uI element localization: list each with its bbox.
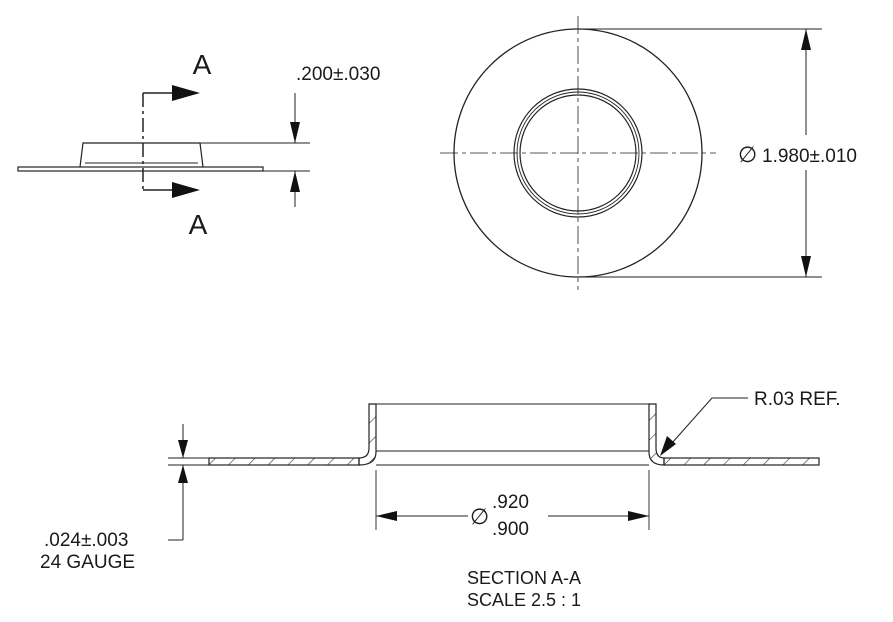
side-view-flange bbox=[17, 166, 264, 172]
diameter-symbol: ∅ bbox=[738, 142, 757, 167]
height-dim-arrow-top bbox=[290, 122, 300, 143]
height-dimension-label: .200±.030 bbox=[296, 64, 380, 85]
side-view: A A .200±.030 bbox=[17, 49, 380, 240]
side-view-collar bbox=[79, 142, 204, 168]
bore-dim-lower-label: .900 bbox=[492, 519, 529, 540]
cutting-plane-bottom-arrow bbox=[172, 182, 200, 198]
diameter-dim-arrow-bottom bbox=[801, 256, 811, 277]
section-marker-top: A bbox=[193, 49, 212, 80]
thickness-dimension-label: .024±.003 bbox=[44, 530, 128, 551]
section-right-flange bbox=[663, 457, 820, 466]
height-dim-arrow-bottom bbox=[290, 171, 300, 192]
section-title: SECTION A-A bbox=[467, 568, 581, 588]
section-left-flange bbox=[208, 457, 360, 466]
bore-dim-arrow-right bbox=[628, 511, 649, 521]
diameter-dim-arrow-top bbox=[801, 29, 811, 50]
radius-leader-arrow bbox=[660, 436, 676, 456]
section-view: R.03 REF. ∅ .920 .900 .024±.003 24 GAUGE… bbox=[40, 389, 841, 610]
bore-dim-upper-label: .920 bbox=[492, 492, 529, 513]
cutting-plane-top-arrow bbox=[172, 85, 200, 101]
section-marker-bottom: A bbox=[189, 209, 208, 240]
section-right-wall bbox=[648, 403, 665, 466]
section-left-wall bbox=[358, 403, 377, 466]
radius-callout-label: R.03 REF. bbox=[754, 389, 841, 410]
bore-dim-arrow-left bbox=[376, 511, 397, 521]
thickness-dim-arrow-bottom bbox=[178, 465, 188, 483]
outer-diameter-label: 1.980±.010 bbox=[762, 146, 857, 167]
section-scale: SCALE 2.5 : 1 bbox=[467, 590, 581, 610]
bore-diameter-symbol: ∅ bbox=[470, 504, 489, 529]
gauge-label: 24 GAUGE bbox=[40, 552, 135, 573]
top-view: ∅ 1.980±.010 bbox=[440, 16, 857, 290]
thickness-dim-arrow-top bbox=[178, 440, 188, 458]
